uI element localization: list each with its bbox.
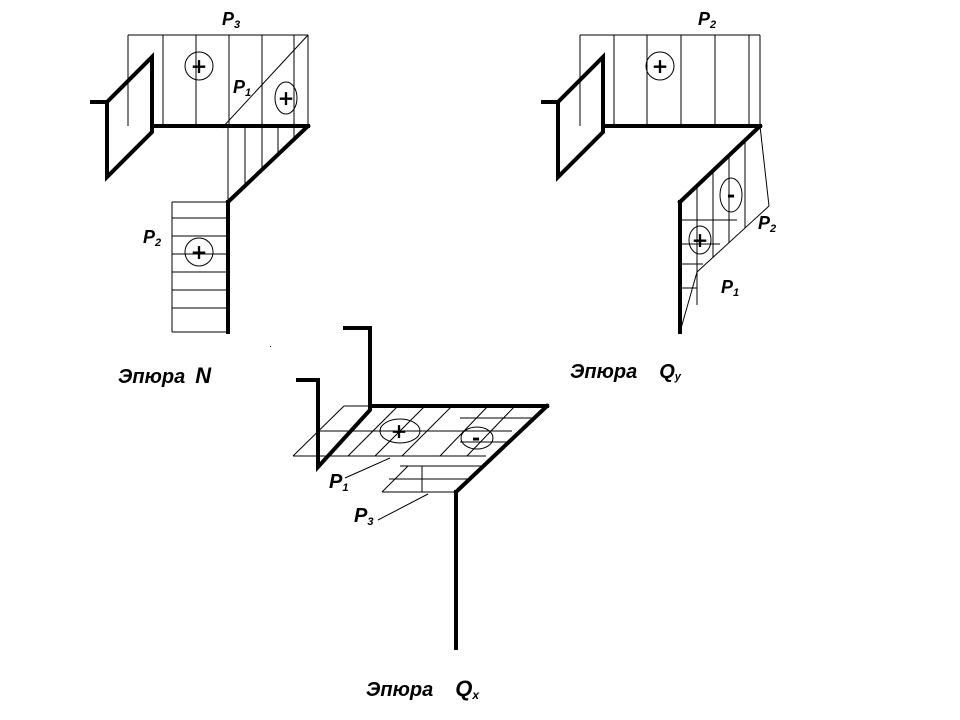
load-label: P2 [698,9,716,31]
sign-circle [645,51,675,81]
sign-circle [184,51,214,81]
hatch-top [127,34,309,126]
sign-plus: + [692,228,709,252]
hatch-diagonal [221,34,309,202]
hatch-diagonal [679,125,770,333]
support-bracket [541,52,605,182]
leader-line [344,457,391,479]
sign-plus: + [191,240,208,264]
beam-diagonal [453,403,550,495]
support-bracket [296,326,372,473]
sign-plus: + [278,86,295,110]
load-label: P3 [354,505,373,528]
beam-diagonal [677,123,763,205]
sign-circle [379,418,421,444]
stray-dot [270,346,271,347]
hatch-top [579,34,761,126]
load-label: P1 [329,471,348,494]
hatch-right [381,417,534,493]
hatch-left [292,405,516,457]
sign-circle [719,177,743,213]
sign-plus: + [191,54,208,78]
sign-minus: - [727,183,735,207]
sign-plus: + [652,54,669,78]
load-label: P1 [233,77,251,99]
sign-circle [688,225,712,255]
sign-plus: + [391,419,408,443]
sign-circle [274,81,298,115]
support-bracket [90,52,154,182]
sign-circle [184,237,214,267]
leader-line [377,493,429,521]
sign-circle [460,426,494,450]
load-label: P2 [758,213,776,235]
sign-minus: - [472,426,480,450]
load-label: P3 [222,9,240,31]
load-label: P2 [143,227,161,249]
beam-diagonal [225,123,311,205]
load-label: P1 [721,277,739,299]
hatch-left [171,201,228,333]
